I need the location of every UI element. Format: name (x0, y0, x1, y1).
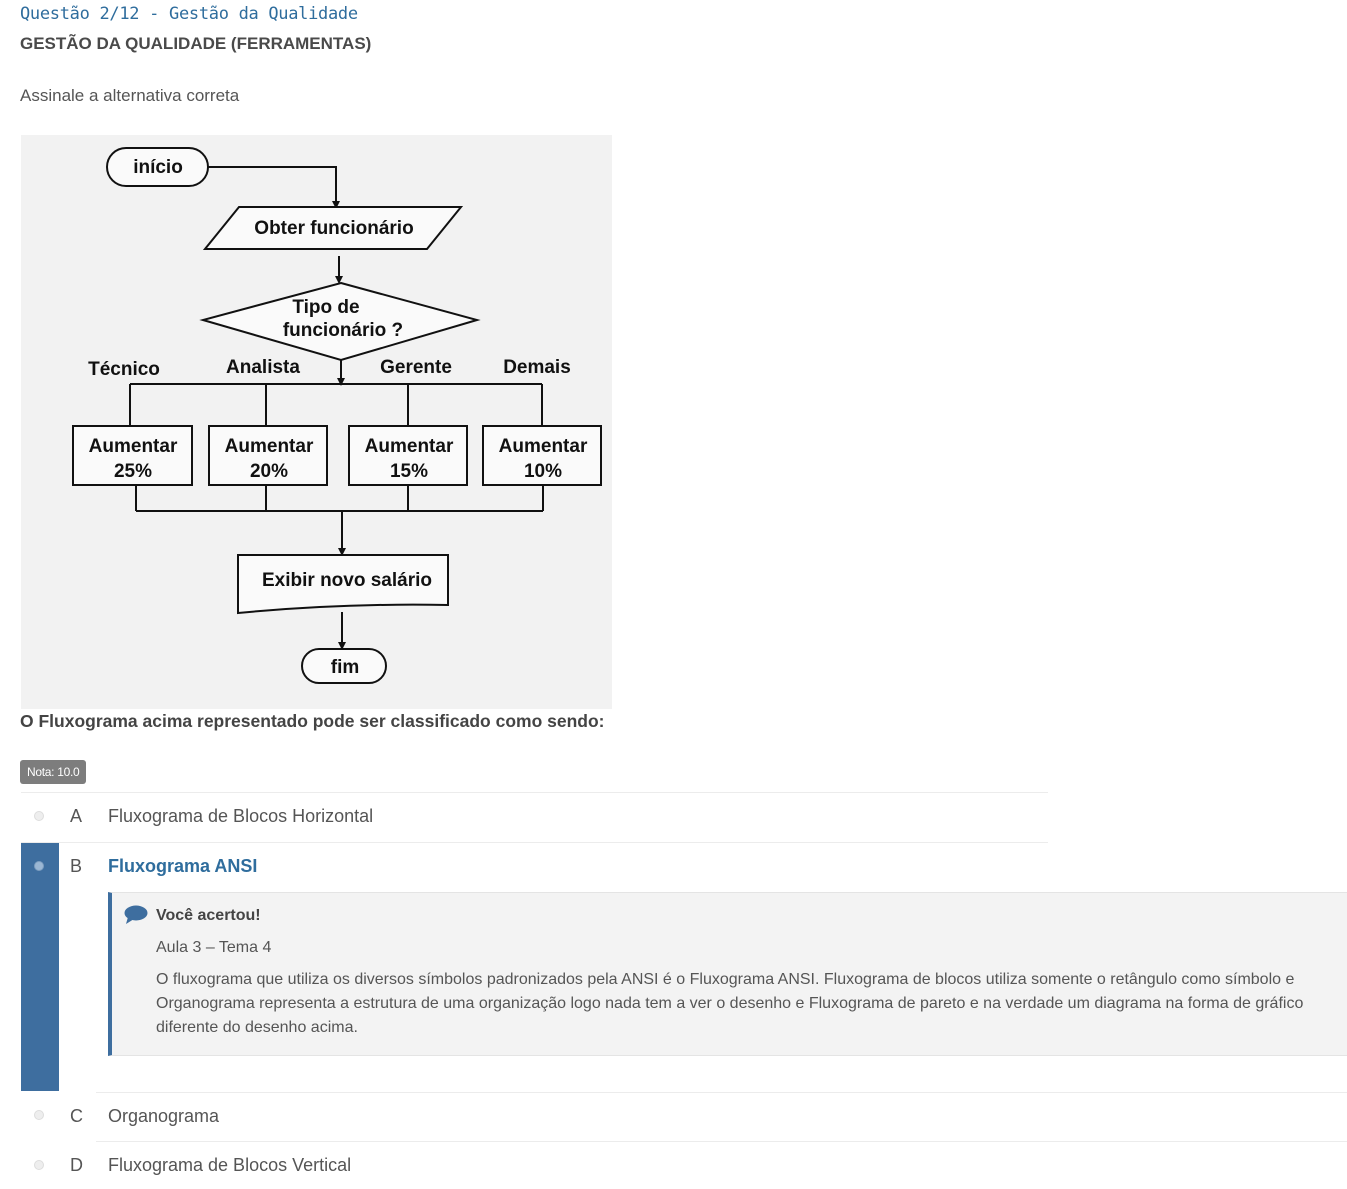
flowchart-image: início Obter funcionário Tipo de funcion… (21, 135, 612, 709)
question-instruction: Assinale a alternativa correta (20, 86, 240, 105)
flow-process-pct-1: 25% (114, 461, 152, 482)
flow-process-label-3: Aumentar (365, 436, 454, 457)
flow-output-label: Exibir novo salário (262, 570, 432, 591)
question-subject: GESTÃO DA QUALIDADE (FERRAMENTAS) (20, 34, 372, 53)
flow-decision-label-1: Tipo de (292, 297, 359, 318)
flow-decision-label-2: funcionário ? (283, 320, 403, 341)
flow-process-pct-4: 10% (524, 461, 562, 482)
option-b-radio[interactable] (34, 861, 44, 871)
option-divider (96, 1141, 1347, 1142)
flow-branch-label-4: Demais (503, 357, 571, 378)
grade-badge: Nota: 10.0 (20, 760, 87, 784)
flow-input-label: Obter funcionário (254, 218, 413, 239)
flow-process-2 (208, 425, 328, 486)
flow-branch-label-2: Analista (226, 357, 300, 378)
feedback-reference: Aula 3 – Tema 4 (156, 939, 272, 956)
flow-branch-label-3: Gerente (380, 357, 452, 378)
option-d-text[interactable]: Fluxograma de Blocos Vertical (108, 1155, 352, 1175)
option-divider (21, 842, 1048, 843)
flow-end-label: fim (331, 657, 360, 678)
flow-process-pct-2: 20% (250, 461, 288, 482)
option-a-text[interactable]: Fluxograma de Blocos Horizontal (108, 806, 374, 826)
option-b-letter: B (70, 856, 83, 876)
flow-process-3 (348, 425, 468, 486)
flow-input-shape (202, 206, 464, 250)
option-a-letter: A (70, 806, 83, 826)
flow-output-shape (237, 554, 449, 615)
flowchart-diagram: início Obter funcionário Tipo de funcion… (72, 147, 602, 684)
option-divider (96, 1092, 1347, 1093)
option-a-radio[interactable] (34, 811, 44, 821)
flow-process-pct-3: 15% (390, 461, 428, 482)
option-c-radio[interactable] (34, 1110, 44, 1120)
flow-process-1 (72, 425, 193, 486)
flow-process-label-4: Aumentar (499, 436, 588, 457)
feedback-heading: Você acertou! (156, 907, 261, 924)
option-b-text[interactable]: Fluxograma ANSI (108, 856, 258, 876)
answer-feedback: Você acertou! Aula 3 – Tema 4 O fluxogra… (108, 892, 1347, 1056)
option-c-text[interactable]: Organograma (108, 1106, 220, 1126)
question-title: Questão 2/12 - Gestão da Qualidade (20, 4, 358, 24)
flow-process-label-2: Aumentar (225, 436, 314, 457)
flow-process-4 (482, 425, 602, 486)
option-d-radio[interactable] (34, 1160, 44, 1170)
question-prompt: O Fluxograma acima representado pode ser… (20, 711, 605, 731)
option-divider (21, 792, 1048, 793)
flow-branch-label-1: Técnico (88, 359, 160, 380)
flow-arrow-start (208, 166, 340, 209)
option-d-letter: D (70, 1155, 83, 1175)
option-c-letter: C (70, 1106, 83, 1126)
flow-start-label: início (133, 157, 183, 178)
flow-process-label-1: Aumentar (89, 436, 178, 457)
comment-icon (124, 905, 148, 930)
flow-end-shape (301, 648, 387, 684)
feedback-text: O fluxograma que utiliza os diversos sím… (156, 971, 1304, 1036)
selected-option-indicator (21, 843, 59, 1091)
